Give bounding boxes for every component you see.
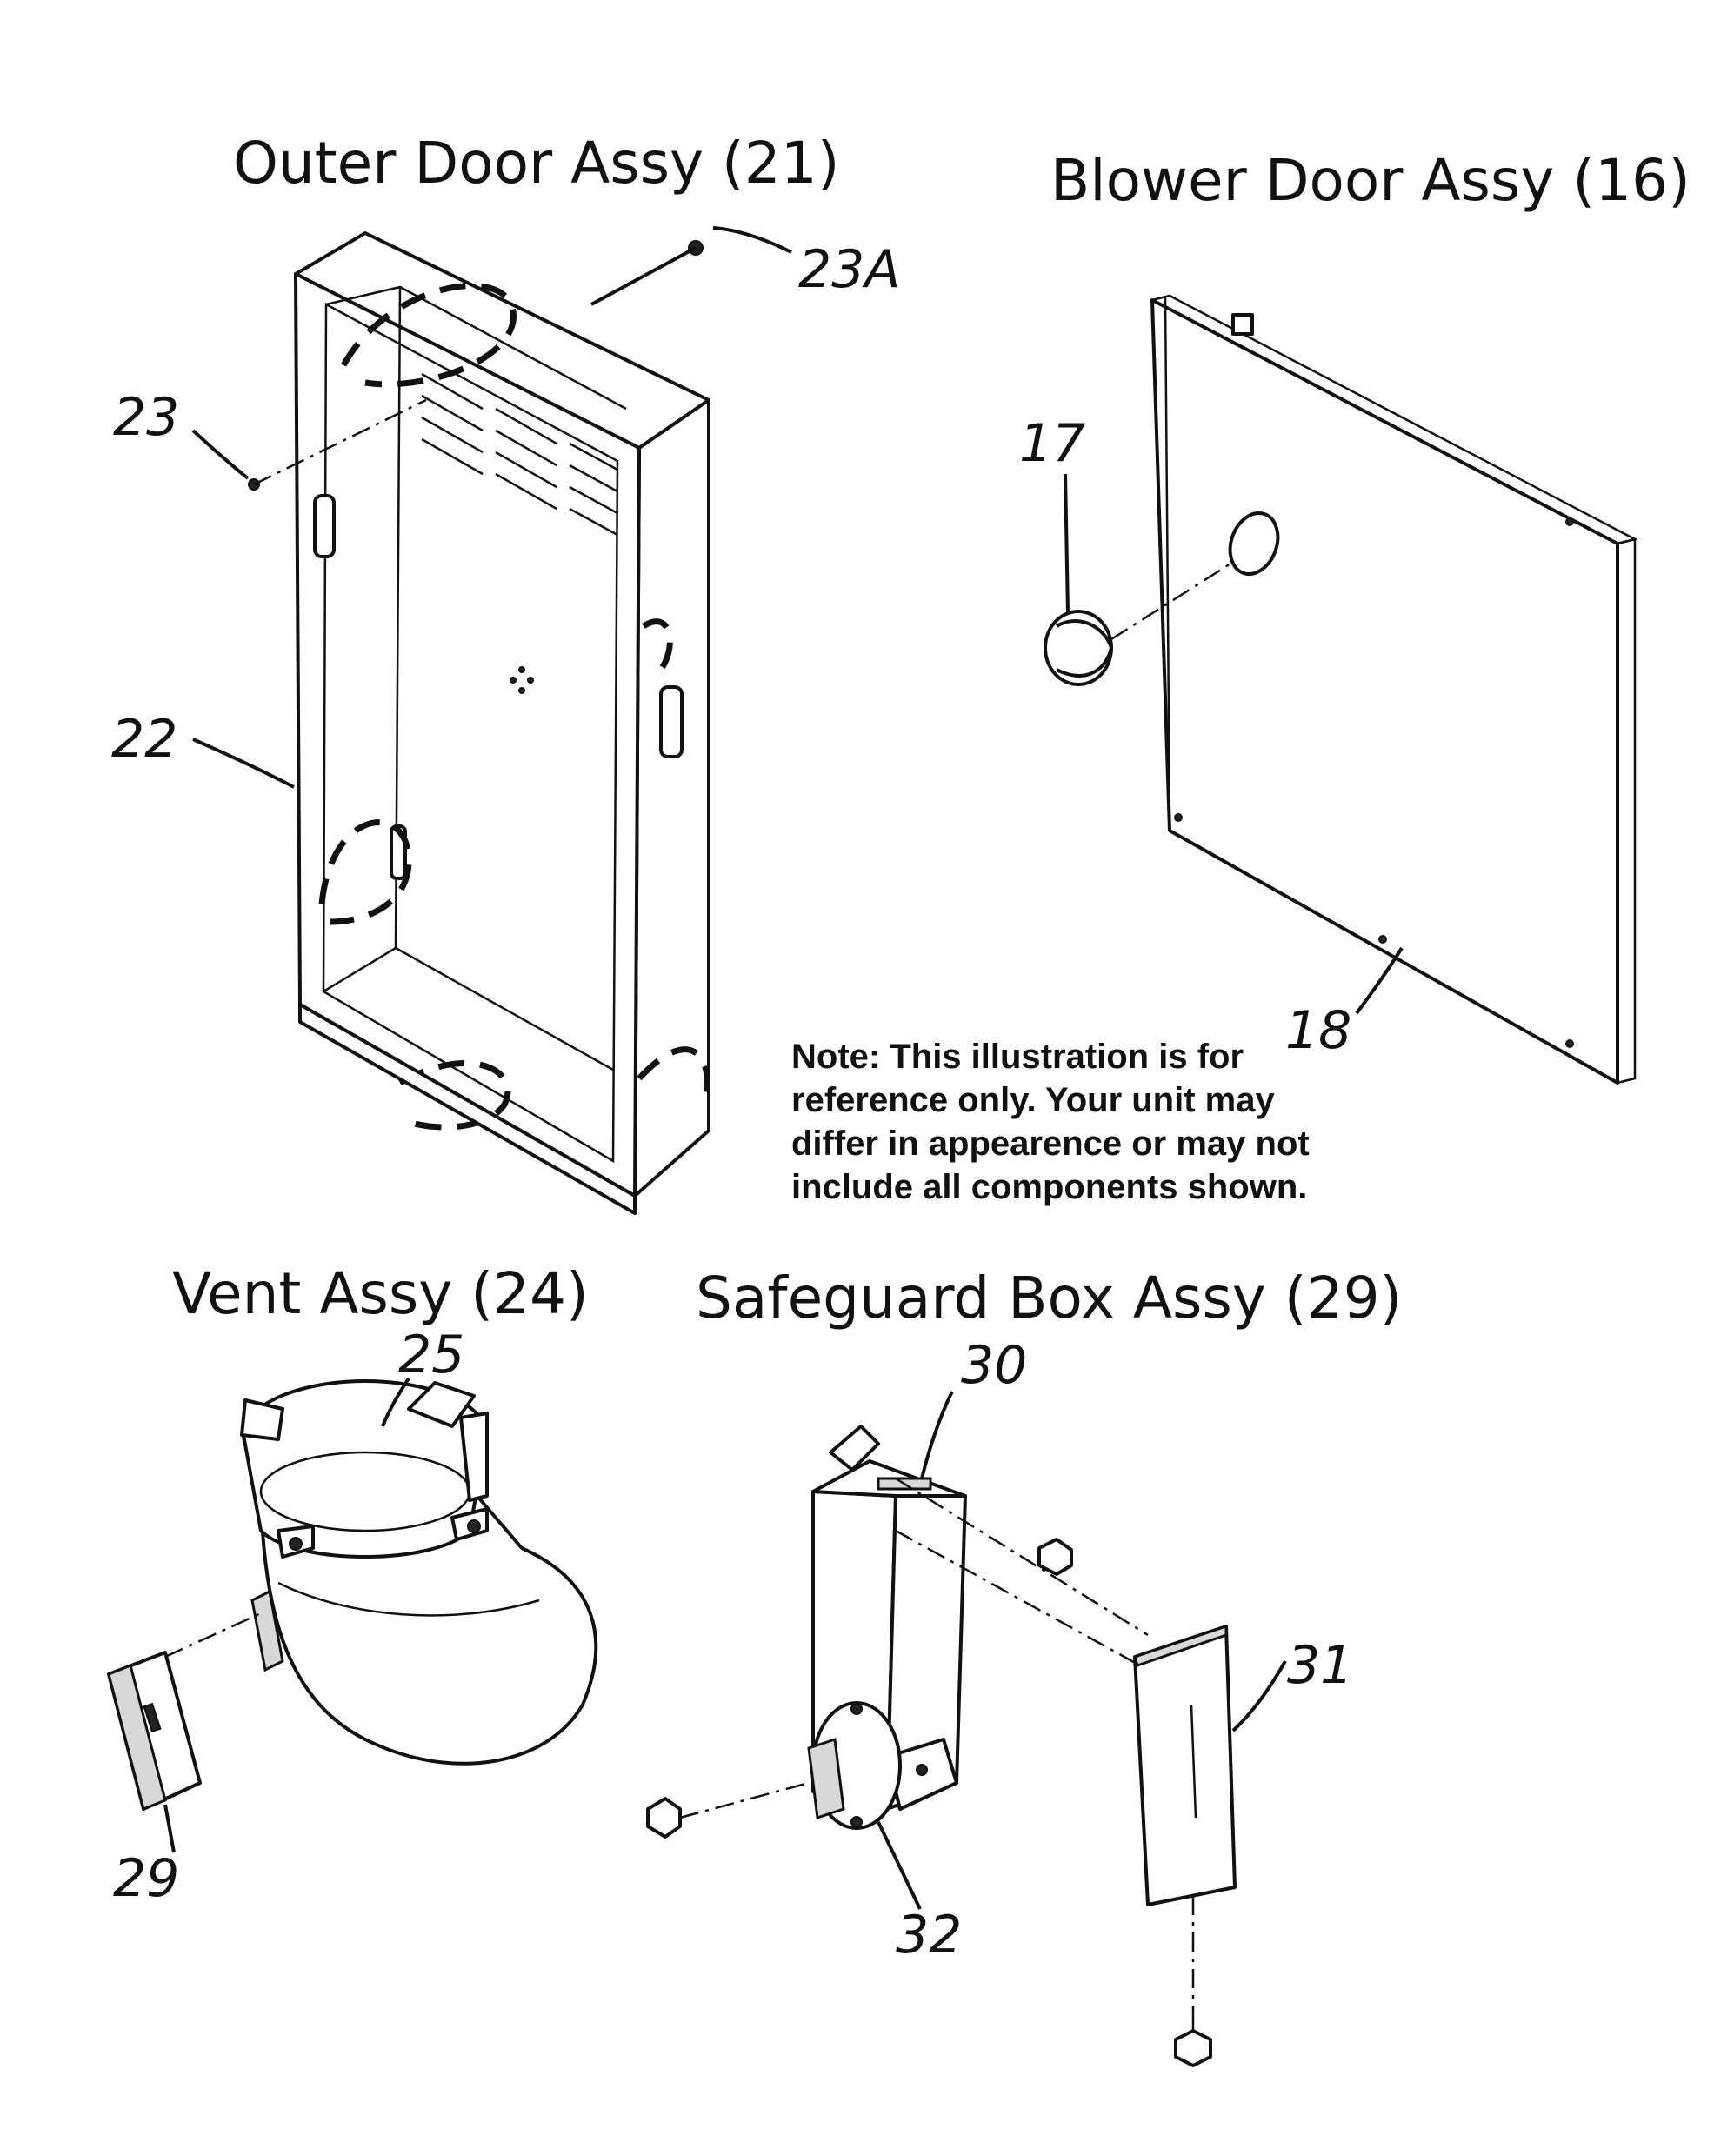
callout-18: 18 (1285, 1000, 1351, 1061)
callout-32: 32 (896, 1905, 962, 1966)
outer-door-bottom-lip (298, 1003, 637, 1215)
screw-left-icon (646, 1781, 810, 1839)
vent-assembly (107, 1379, 598, 1812)
outer-door-assembly (248, 231, 710, 1215)
outer-door-right-handle (659, 685, 684, 758)
title-blower-door-assy: Blower Door Assy (16) (1050, 147, 1691, 214)
outer-door-top-cutout (340, 283, 517, 388)
note-line-2: reference only. Your unit may (791, 1081, 1275, 1119)
outer-door-lower-left-cutout (318, 819, 412, 925)
callout-22: 22 (111, 709, 177, 770)
outer-door-bottom-cutout (398, 1060, 511, 1131)
title-outer-door-assy: Outer Door Assy (21) (233, 130, 840, 197)
outer-door-right-face (633, 398, 710, 1198)
note-line-1: Note: This illustration is for (791, 1038, 1244, 1076)
outer-door-right-cutout (637, 1046, 710, 1097)
callout-23a: 23A (798, 239, 900, 300)
safeguard-box-assembly (646, 1425, 1237, 2067)
callout-23: 23 (113, 387, 179, 448)
blower-door-tab (1231, 313, 1254, 336)
callout-31: 31 (1287, 1635, 1353, 1696)
callout-25: 25 (398, 1325, 464, 1385)
outer-door-louvres (421, 372, 618, 537)
outer-door-inner-panel (322, 302, 619, 1164)
vent-tab-right (407, 1381, 476, 1428)
outer-door-center-holes (510, 666, 534, 694)
callout-17: 17 (1019, 413, 1085, 474)
callout-30: 30 (961, 1335, 1027, 1396)
vent-tab-left (240, 1398, 284, 1441)
title-vent-assy: Vent Assy (24) (172, 1260, 589, 1327)
reference-note: Note: This illustration is for reference… (791, 1038, 1310, 1206)
callout-29: 29 (113, 1848, 179, 1909)
note-line-4: include all components shown. (791, 1168, 1307, 1206)
blower-door-panel (1150, 298, 1619, 1085)
safeguard-cover-31 (1133, 1625, 1237, 1906)
screw-top-icon (1037, 1538, 1073, 1576)
safeguard-terminal-32 (807, 1737, 845, 1820)
note-line-3: differ in appearence or may not (791, 1125, 1310, 1163)
blower-door-hole (1228, 511, 1280, 576)
screw-bottom-icon (1174, 2018, 1212, 2067)
title-safeguard-box-assy: Safeguard Box Assy (29) (696, 1265, 1402, 1332)
outer-door-left-slot (313, 494, 336, 558)
blower-door-assembly (1044, 294, 1638, 1085)
